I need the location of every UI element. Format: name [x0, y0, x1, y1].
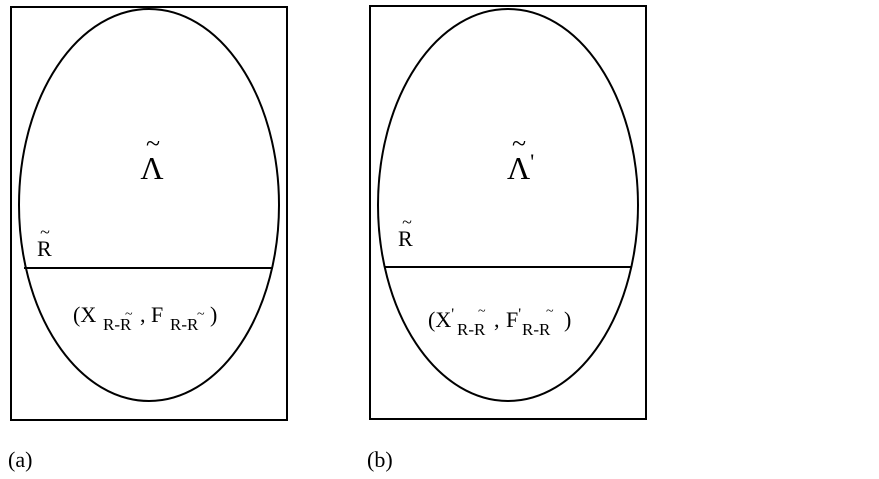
panel-a-lambda: Λ: [140, 150, 163, 186]
panel-a: ~ Λ ~ R ~ ~ (X R-R,F R-R) (a): [8, 6, 288, 472]
panel-a-sub2-tilde: ~: [197, 307, 205, 322]
panel-a-open: (X: [73, 302, 96, 327]
panel-a-sub1-tilde: ~: [125, 307, 133, 322]
panel-b: ~ Λ' ~ R ~ ~ (X'R-R,F'R-R) (b): [367, 5, 647, 472]
panel-a-comma: ,: [140, 302, 146, 327]
panel-b-oval: [377, 8, 639, 402]
panel-b-frame: [369, 5, 647, 420]
panel-b-sub1: R-R: [457, 320, 486, 339]
panel-b-lambda-tilde: ~: [512, 129, 526, 158]
panel-b-x-prime: ': [451, 306, 454, 323]
panel-a-lambda-tilde: ~: [146, 129, 160, 158]
panel-b-r-tilde: ~: [402, 212, 412, 232]
panel-b-sub2-tilde: ~: [546, 304, 554, 319]
panel-a-r-label: R: [37, 236, 52, 261]
panel-b-sub1-tilde: ~: [478, 304, 486, 319]
panel-b-pair-label: (X'R-R,F'R-R): [428, 306, 571, 339]
panel-b-f-prime: ': [518, 306, 521, 323]
panel-b-comma: ,: [494, 307, 500, 332]
panel-a-pair-label: (X R-R,F R-R): [73, 302, 217, 334]
panel-a-close: ): [210, 302, 217, 327]
panel-a-sub1: R-R: [103, 315, 132, 334]
panel-b-lambda: Λ': [507, 149, 534, 186]
panel-b-caption: (b): [367, 447, 393, 472]
panel-a-f: F: [151, 302, 163, 327]
panel-a-caption: (a): [8, 447, 32, 472]
panel-a-r-tilde: ~: [40, 222, 50, 242]
panel-b-sub2: R-R: [522, 320, 551, 339]
panel-a-sub2: R-R: [170, 315, 199, 334]
panel-a-oval: [18, 8, 280, 402]
panel-b-open: (X: [428, 307, 451, 332]
panel-a-frame: [10, 6, 288, 421]
panel-b-close: ): [564, 307, 571, 332]
panel-b-f: F: [506, 307, 518, 332]
panel-b-r-label: R: [398, 226, 413, 251]
